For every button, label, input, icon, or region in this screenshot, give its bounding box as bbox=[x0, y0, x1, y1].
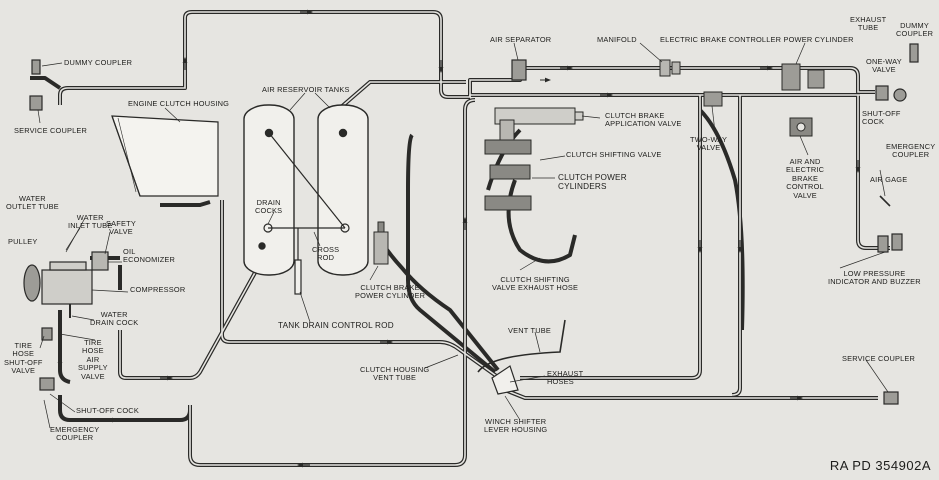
label-ebc-power-cylinder: ELECTRIC BRAKE CONTROLLER POWER CYLINDER bbox=[660, 35, 854, 44]
label-clutch-power-cylinders: CLUTCH POWER CYLINDERS bbox=[558, 173, 627, 191]
label-cross-rod: CROSS ROD bbox=[312, 245, 340, 263]
label-air-reservoir-tanks: AIR RESERVOIR TANKS bbox=[262, 85, 350, 94]
two-way-valve bbox=[703, 91, 723, 107]
clutch-brake-power-cylinder bbox=[373, 221, 389, 265]
label-safety-valve: SAFETY VALVE bbox=[106, 219, 136, 237]
label-air-and-ebc-valve: AIR AND ELECTRIC BRAKE CONTROL VALVE bbox=[786, 157, 825, 200]
label-emergency-coupler-left: EMERGENCY COUPLER bbox=[50, 425, 100, 443]
winch-shifter-lever-housing bbox=[491, 365, 519, 395]
label-tire-hose-air-supply-valve: TIRE HOSE AIR SUPPLY VALVE bbox=[78, 338, 108, 381]
label-service-coupler-left: SERVICE COUPLER bbox=[14, 126, 88, 135]
brake-controller-power-cylinder bbox=[781, 63, 825, 91]
air-lines-inner bbox=[59, 11, 890, 466]
label-drain-cocks: DRAIN COCKS bbox=[255, 198, 283, 216]
label-vent-tube: VENT TUBE bbox=[508, 326, 552, 335]
leader-lines bbox=[37, 42, 889, 429]
label-exhaust-tube: EXHAUST TUBE bbox=[850, 15, 887, 33]
label-low-pressure-indicator: LOW PRESSURE INDICATOR AND BUZZER bbox=[828, 269, 921, 287]
label-water-inlet-tube: WATER INLET TUBE bbox=[68, 213, 113, 231]
label-manifold: MANIFOLD bbox=[597, 35, 637, 44]
label-air-separator: AIR SEPARATOR bbox=[490, 35, 552, 44]
air-separator bbox=[511, 59, 527, 81]
label-exhaust-hoses: EXHAUST HOSES bbox=[547, 369, 584, 387]
drain-cocks-assembly bbox=[263, 132, 350, 295]
label-compressor: COMPRESSOR bbox=[130, 285, 186, 294]
label-engine-clutch-housing: ENGINE CLUTCH HOUSING bbox=[128, 99, 230, 108]
right-couplers bbox=[875, 43, 919, 405]
label-clutch-brake-power-cylinder: CLUTCH BRAKE POWER CYLINDER bbox=[355, 283, 426, 301]
label-water-outlet-tube: WATER OUTLET TUBE bbox=[6, 194, 59, 212]
label-one-way-valve: ONE-WAY VALVE bbox=[866, 57, 902, 75]
flow-arrows bbox=[57, 9, 861, 468]
figure-reference: RA PD 354902A bbox=[829, 458, 931, 473]
label-tank-drain-control-rod: TANK DRAIN CONTROL ROD bbox=[278, 321, 394, 330]
clutch-power-cylinders bbox=[484, 119, 532, 211]
label-dummy-coupler-left: DUMMY COUPLER bbox=[64, 58, 133, 67]
electric-brake-control-valve bbox=[789, 117, 813, 137]
clutch-brake-application-valve bbox=[494, 107, 584, 125]
label-dummy-coupler-right: DUMMY COUPLER bbox=[896, 21, 934, 39]
label-emergency-coupler-right: EMERGENCY COUPLER bbox=[886, 142, 936, 160]
label-shut-off-cock-left: SHUT-OFF COCK bbox=[76, 406, 139, 415]
label-service-coupler-right: SERVICE COUPLER bbox=[842, 354, 916, 363]
air-reservoir-tanks bbox=[243, 104, 369, 276]
left-couplers bbox=[29, 59, 55, 391]
manifold-blocks bbox=[659, 59, 681, 77]
label-pulley: PULLEY bbox=[8, 237, 38, 246]
vent-tube bbox=[477, 319, 566, 373]
label-tire-hose-shut-off-valve: TIRE HOSE SHUT-OFF VALVE bbox=[4, 341, 43, 376]
label-winch-shifter-lever-housing: WINCH SHIFTER LEVER HOUSING bbox=[484, 417, 548, 435]
label-oil-economizer: OIL ECONOMIZER bbox=[123, 247, 176, 265]
engine-clutch-housing bbox=[111, 115, 219, 197]
label-shut-off-cock-right: SHUT-OFF COCK bbox=[862, 109, 901, 127]
label-clutch-shifting-valve-exhaust-hose: CLUTCH SHIFTING VALVE EXHAUST HOSE bbox=[492, 275, 579, 293]
label-two-way-valve: TWO-WAY VALVE bbox=[690, 135, 728, 153]
label-clutch-brake-application-valve: CLUTCH BRAKE APPLICATION VALVE bbox=[605, 111, 682, 129]
compressor-unit bbox=[23, 251, 109, 318]
label-clutch-housing-vent-tube: CLUTCH HOUSING VENT TUBE bbox=[360, 365, 430, 383]
label-air-gage: AIR GAGE bbox=[870, 175, 908, 184]
label-clutch-shifting-valve: CLUTCH SHIFTING VALVE bbox=[566, 150, 662, 159]
air-lines bbox=[30, 10, 890, 467]
label-water-drain-cock: WATER DRAIN COCK bbox=[90, 310, 139, 328]
